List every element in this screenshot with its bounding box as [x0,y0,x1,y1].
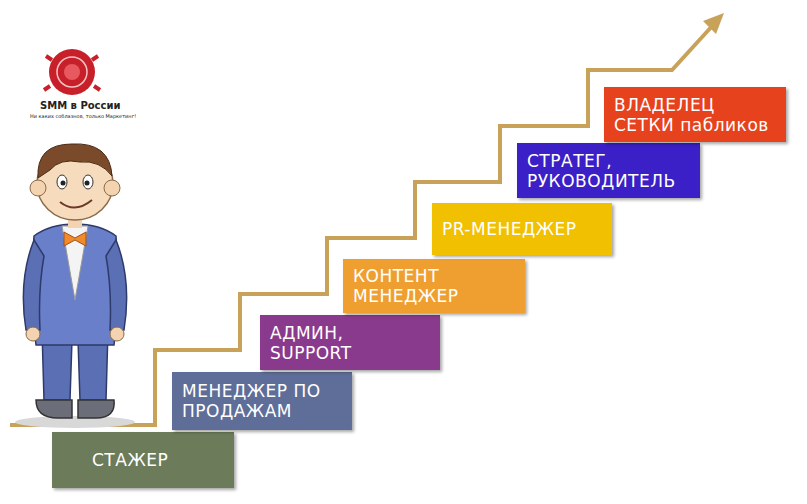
sales-box: МЕНЕДЖЕР ПО ПРОДАЖАМ [172,372,352,430]
step-label: СТРАТЕГ, РУКОВОДИТЕЛЬ [527,151,688,191]
logo-seal [44,49,100,95]
step-label: СТАЖЕР [92,450,168,470]
strategist-box: СТРАТЕГ, РУКОВОДИТЕЛЬ [517,143,700,198]
admin-box: АДМИН, SUPPORT [260,315,440,370]
intern-box: СТАЖЕР [52,432,234,488]
cartoon-man [15,144,135,428]
owner-box: ВЛАДЕЛЕЦ СЕТКИ пабликов [604,87,786,142]
staircase-line [10,24,714,425]
step-label: ВЛАДЕЛЕЦ СЕТКИ пабликов [614,95,774,135]
content-box: КОНТЕНТ МЕНЕДЖЕР [343,259,525,313]
logo-name: SMM в России [40,100,120,111]
arrow-head [703,13,724,34]
step-label: PR-МЕНЕДЖЕР [442,219,577,239]
logo-slogan: Ни каких соблазнов, только Маркетинг! [30,113,136,119]
step-label: АДМИН, SUPPORT [270,323,428,363]
step-label: МЕНЕДЖЕР ПО ПРОДАЖАМ [182,381,340,421]
pr-box: PR-МЕНЕДЖЕР [432,203,612,255]
step-label: КОНТЕНТ МЕНЕДЖЕР [353,266,513,306]
